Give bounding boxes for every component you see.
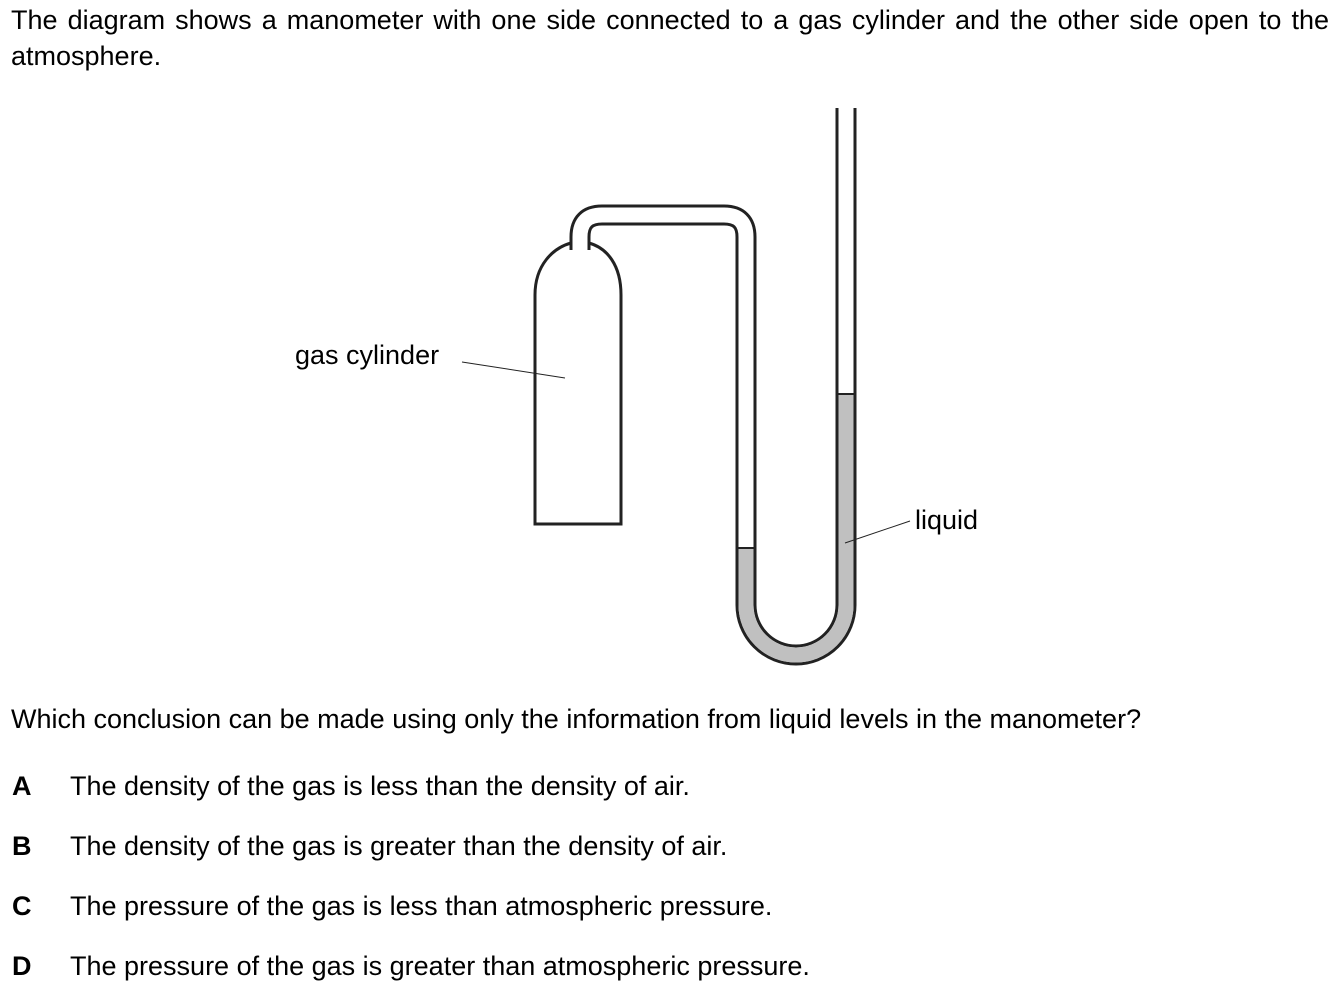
option-b-letter: B (12, 831, 32, 861)
liquid-label: liquid (915, 505, 979, 535)
option-b-text: The density of the gas is greater than t… (70, 831, 728, 861)
gas-cylinder-label: gas cylinder (295, 340, 440, 370)
option-d-text: The pressure of the gas is greater than … (70, 951, 810, 981)
liquid (738, 395, 854, 663)
option-d-letter: D (12, 951, 32, 981)
intro-text: The diagram shows a manometer with one s… (11, 5, 1329, 71)
option-c-letter: C (12, 891, 32, 921)
option-c-text: The pressure of the gas is less than atm… (70, 891, 773, 921)
liquid-leader-line (844, 520, 911, 544)
gas-cylinder (533, 241, 623, 526)
question-text: Which conclusion can be made using only … (11, 704, 1142, 734)
option-a-letter: A (12, 771, 32, 801)
gas-cylinder-leader-line (461, 361, 566, 379)
option-a-text: The density of the gas is less than the … (70, 771, 690, 801)
